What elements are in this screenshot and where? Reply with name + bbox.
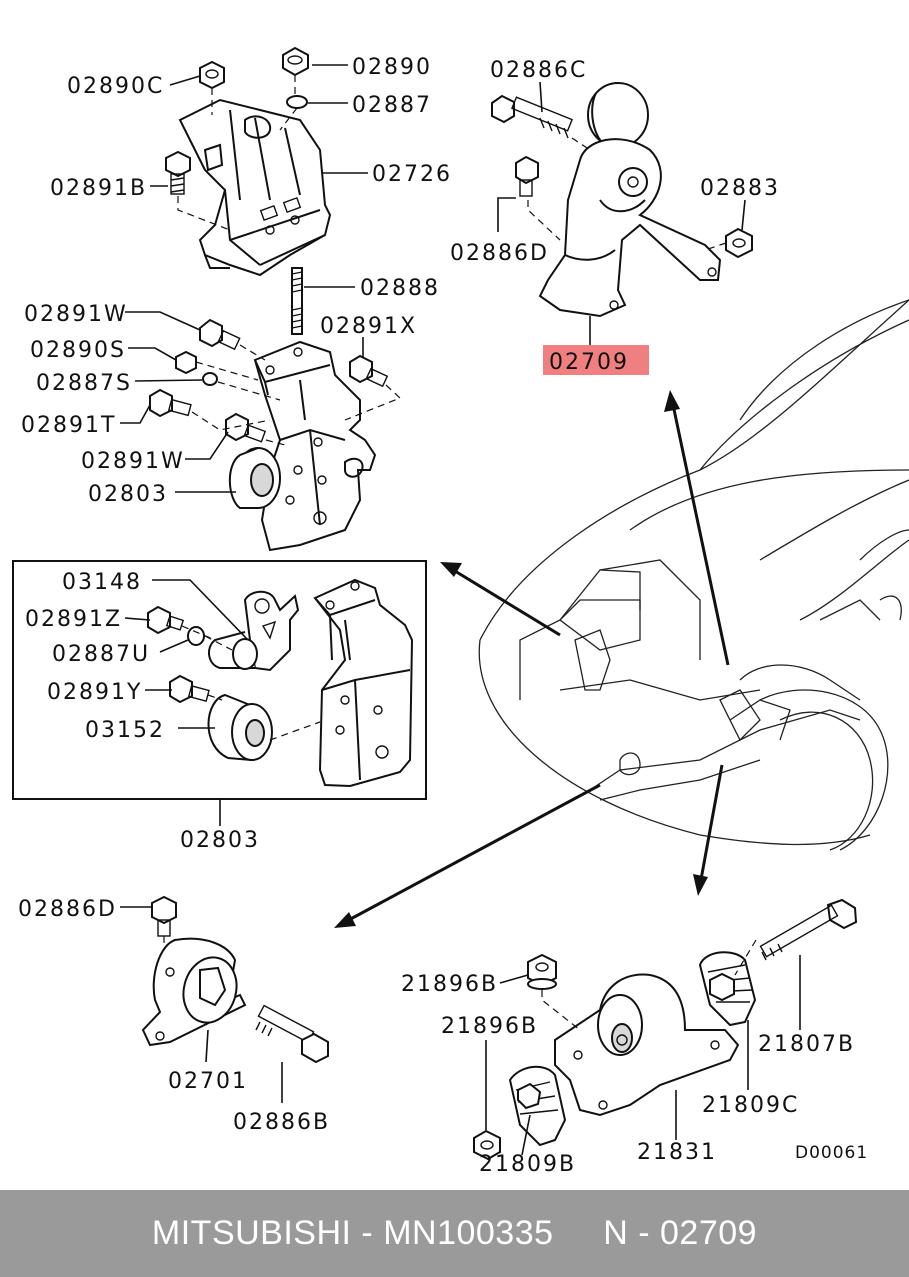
label-02891W-lower[interactable]: 02891W bbox=[81, 449, 185, 474]
label-02890[interactable]: 02890 bbox=[352, 55, 432, 80]
group-mount-02803-exploded bbox=[120, 311, 402, 552]
label-02886B[interactable]: 02886B bbox=[233, 1110, 330, 1135]
bracket-02726 bbox=[178, 98, 332, 277]
plate-02803 bbox=[313, 578, 414, 788]
stud-02888 bbox=[291, 267, 303, 335]
label-02886C[interactable]: 02886C bbox=[490, 58, 587, 83]
label-02887[interactable]: 02887 bbox=[352, 93, 432, 118]
group-mount-21831 bbox=[473, 898, 858, 1161]
washer-02887S bbox=[202, 372, 218, 386]
group-mount-02701 bbox=[120, 895, 329, 1103]
group-engine-mount-bracket bbox=[150, 46, 368, 335]
part-labels: 02890C 02890 02887 02891B 02726 02888 02… bbox=[18, 55, 868, 1177]
label-21809B[interactable]: 21809B bbox=[479, 1152, 576, 1177]
label-02890C[interactable]: 02890C bbox=[67, 74, 164, 99]
label-02891X[interactable]: 02891X bbox=[320, 314, 417, 339]
label-02891Y[interactable]: 02891Y bbox=[47, 680, 142, 705]
mount-bracket-plate bbox=[253, 340, 377, 552]
label-03152[interactable]: 03152 bbox=[85, 718, 165, 743]
label-02726[interactable]: 02726 bbox=[372, 162, 452, 187]
label-02883[interactable]: 02883 bbox=[700, 176, 780, 201]
bolt-21807B bbox=[759, 898, 858, 961]
mount-21831 bbox=[554, 973, 740, 1117]
label-02887S[interactable]: 02887S bbox=[36, 371, 132, 396]
group-02803-breakdown bbox=[12, 560, 427, 826]
label-02891Z[interactable]: 02891Z bbox=[25, 607, 122, 632]
label-02891W-upper[interactable]: 02891W bbox=[24, 302, 128, 327]
label-02891T[interactable]: 02891T bbox=[21, 413, 116, 438]
label-02701[interactable]: 02701 bbox=[168, 1069, 248, 1094]
nut-21896B-upper bbox=[527, 953, 557, 990]
nut-21896B-lower bbox=[473, 1129, 501, 1161]
stopper-21809B bbox=[508, 1065, 567, 1147]
mount-02701 bbox=[141, 937, 247, 1047]
label-02709[interactable]: 02709 bbox=[549, 350, 629, 375]
label-21896B-lower[interactable]: 21896B bbox=[441, 1014, 538, 1039]
bushing-02803 bbox=[228, 447, 281, 509]
label-02887U[interactable]: 02887U bbox=[52, 642, 150, 667]
bracket-03148 bbox=[208, 590, 300, 672]
label-03148[interactable]: 03148 bbox=[62, 570, 142, 595]
bolt-02891X bbox=[349, 354, 389, 388]
stopper-21809C bbox=[698, 951, 757, 1027]
highlight-02709 bbox=[543, 345, 649, 375]
mount-02709 bbox=[538, 82, 722, 318]
bolt-02886D-lower bbox=[151, 895, 177, 937]
bolt-02891Z bbox=[147, 605, 185, 635]
label-02891B[interactable]: 02891B bbox=[50, 176, 147, 201]
footer-title: MITSUBISHI - MN100335 N - 02709 bbox=[151, 1214, 758, 1252]
label-02886D-lower[interactable]: 02886D bbox=[18, 897, 117, 922]
parts-diagram: 02890C 02890 02887 02891B 02726 02888 02… bbox=[12, 46, 909, 1177]
label-02888[interactable]: 02888 bbox=[360, 276, 440, 301]
nut-02890S bbox=[175, 350, 197, 375]
label-21831[interactable]: 21831 bbox=[637, 1140, 717, 1165]
nut-02883 bbox=[725, 227, 753, 259]
bolt-02891Y bbox=[169, 674, 210, 704]
callout-arrows bbox=[334, 390, 730, 928]
bolt-02891W-upper bbox=[199, 318, 241, 351]
label-02803-upper[interactable]: 02803 bbox=[88, 482, 168, 507]
label-02803-lower[interactable]: 02803 bbox=[180, 828, 260, 853]
bolt-02891T bbox=[149, 388, 192, 418]
label-02886D-upper[interactable]: 02886D bbox=[450, 241, 549, 266]
group-mount-02709 bbox=[491, 81, 753, 345]
diagram-code: D00061 bbox=[795, 1143, 868, 1163]
label-02890S[interactable]: 02890S bbox=[30, 338, 126, 363]
bolt-02886B bbox=[255, 1004, 329, 1064]
vehicle-outline bbox=[478, 299, 909, 851]
label-21807B[interactable]: 21807B bbox=[758, 1032, 855, 1057]
label-21896B-upper[interactable]: 21896B bbox=[401, 972, 498, 997]
bushing-03152 bbox=[207, 693, 273, 762]
label-21809C[interactable]: 21809C bbox=[702, 1093, 799, 1118]
bolt-02886D-upper bbox=[515, 155, 539, 197]
bolt-02891B bbox=[165, 150, 191, 195]
washer-02887U bbox=[187, 626, 205, 646]
nut-02890C bbox=[199, 60, 225, 90]
washer-02887 bbox=[286, 95, 308, 109]
bolt-02886C bbox=[491, 94, 573, 139]
nut-02890 bbox=[282, 46, 309, 77]
footer-bar: MITSUBISHI - MN100335 N - 02709 bbox=[0, 1190, 909, 1277]
bolt-02891W-lower bbox=[225, 412, 267, 443]
